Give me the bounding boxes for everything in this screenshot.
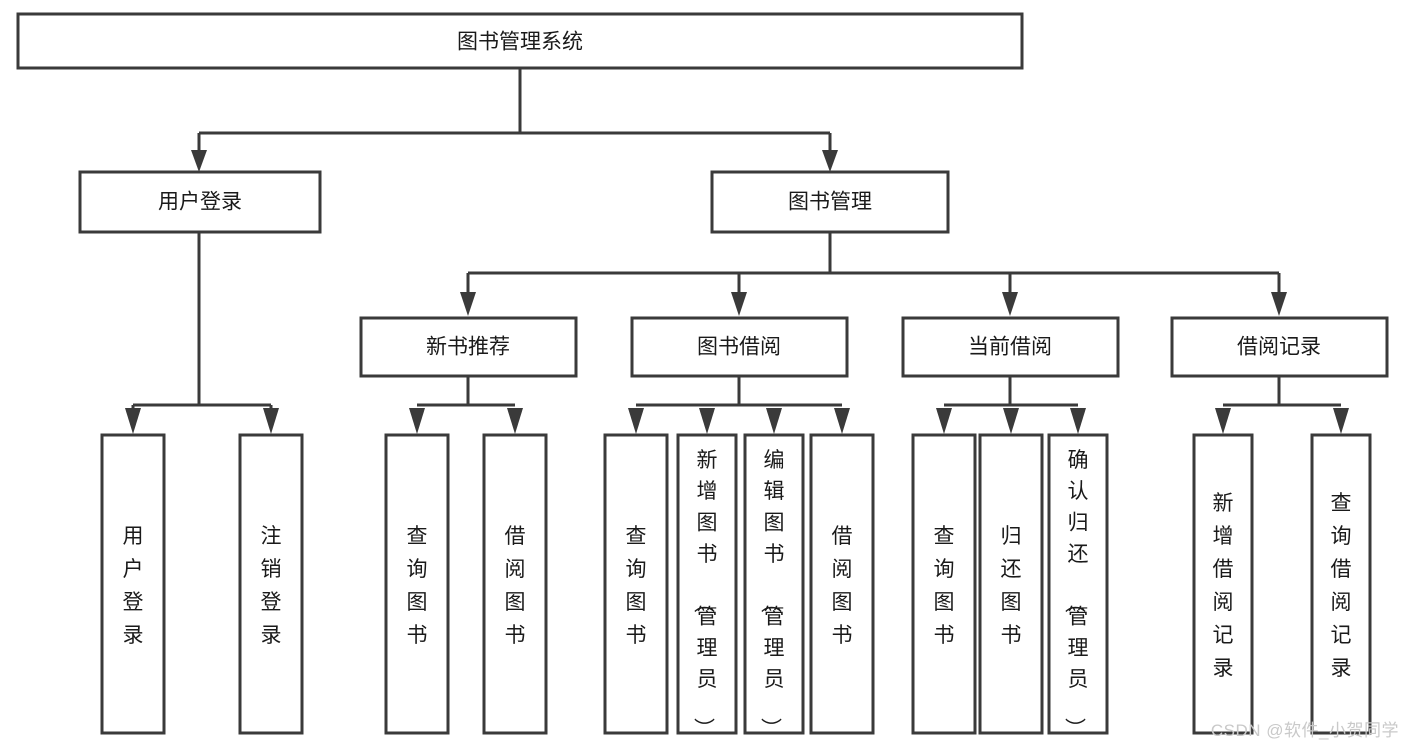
node-leaf-return-book-box[interactable] xyxy=(978,433,1044,735)
node-leaf-user-login-box[interactable] xyxy=(100,433,166,735)
arrow-head-leaf-logout xyxy=(263,408,279,434)
node-leaf-borrow-query-book-label: 查询图书 xyxy=(626,525,647,647)
node-leaf-newbook-borrow-book-label: 借阅图书 xyxy=(505,525,526,647)
node-leaf-current-query-book-label: 查询图书 xyxy=(934,525,955,647)
node-new-book-recommend-label: 新书推荐 xyxy=(426,336,510,359)
node-borrow-record[interactable]: 借阅记录 xyxy=(1170,316,1389,378)
arrow-head-newbook xyxy=(460,292,476,316)
csdn-watermark: CSDN @软件_小贺同学 xyxy=(1210,721,1399,740)
arrow-head-borrow-child-3 xyxy=(766,408,782,434)
node-new-book-recommend-box[interactable] xyxy=(359,316,578,378)
node-current-borrow[interactable]: 当前借阅 xyxy=(901,316,1120,378)
arrow-head-record xyxy=(1271,292,1287,316)
node-book-borrow[interactable]: 图书借阅 xyxy=(630,316,849,378)
node-book-manage-box[interactable] xyxy=(710,170,950,234)
node-leaf-newbook-query-book-label: 查询图书 xyxy=(407,525,428,647)
node-current-borrow-box[interactable] xyxy=(901,316,1120,378)
arrow-head-book-manage xyxy=(822,150,838,172)
arrow-head-borrow-child-1 xyxy=(628,408,644,434)
connector-group xyxy=(125,68,1349,434)
node-leaf-borrow-book[interactable]: 借阅图书 xyxy=(809,433,875,735)
node-leaf-current-query-book[interactable]: 查询图书 xyxy=(911,433,977,735)
node-leaf-add-borrow-record[interactable]: 新增借阅记录 xyxy=(1192,433,1254,735)
arrow-head-record-child-2 xyxy=(1333,408,1349,434)
arrow-head-user-login xyxy=(191,150,207,172)
node-root[interactable]: 图书管理系统 xyxy=(16,12,1024,70)
arrow-head-leaf-user-login xyxy=(125,408,141,434)
node-borrow-record-label: 借阅记录 xyxy=(1237,336,1321,359)
node-leaf-edit-book-admin-label: 编辑图书（管理员） xyxy=(759,449,785,739)
node-leaf-return-book[interactable]: 归还图书 xyxy=(978,433,1044,735)
node-leaf-user-login-label: 用户登录 xyxy=(123,525,144,647)
node-new-book-recommend[interactable]: 新书推荐 xyxy=(359,316,578,378)
node-leaf-newbook-query-book[interactable]: 查询图书 xyxy=(384,433,450,735)
node-leaf-logout-box[interactable] xyxy=(238,433,304,735)
arrow-head-current-child-2 xyxy=(1003,408,1019,434)
arrow-head-current-child-1 xyxy=(936,408,952,434)
arrow-head-borrow-child-4 xyxy=(834,408,850,434)
node-leaf-edit-book-admin-box[interactable] xyxy=(743,433,805,735)
node-leaf-return-book-label: 归还图书 xyxy=(1001,525,1022,647)
node-user-login-label: 用户登录 xyxy=(158,191,242,214)
node-leaf-current-query-book-box[interactable] xyxy=(911,433,977,735)
node-leaf-query-borrow-record[interactable]: 查询借阅记录 xyxy=(1310,433,1372,735)
node-leaf-logout-label: 注销登录 xyxy=(261,525,282,647)
node-leaf-query-borrow-record-label: 查询借阅记录 xyxy=(1331,492,1352,680)
node-current-borrow-label: 当前借阅 xyxy=(968,336,1052,359)
node-leaf-borrow-book-label: 借阅图书 xyxy=(832,525,853,647)
node-leaf-confirm-return-admin[interactable]: 确认归还（管理员） xyxy=(1047,433,1109,739)
node-leaf-borrow-query-book-box[interactable] xyxy=(603,433,669,735)
node-borrow-record-box[interactable] xyxy=(1170,316,1389,378)
node-leaf-logout[interactable]: 注销登录 xyxy=(238,433,304,735)
node-root-label: 图书管理系统 xyxy=(457,31,583,54)
arrow-head-borrow-child-2 xyxy=(699,408,715,434)
arrow-head-current-child-3 xyxy=(1070,408,1086,434)
node-leaf-borrow-book-box[interactable] xyxy=(809,433,875,735)
arrow-head-borrow xyxy=(731,292,747,316)
node-book-manage-label: 图书管理 xyxy=(788,191,872,214)
arrow-head-newbook-child-1 xyxy=(409,408,425,434)
arrow-head-record-child-1 xyxy=(1215,408,1231,434)
node-book-borrow-label: 图书借阅 xyxy=(697,336,781,359)
node-leaf-edit-book-admin[interactable]: 编辑图书（管理员） xyxy=(743,433,805,739)
node-leaf-add-borrow-record-box[interactable] xyxy=(1192,433,1254,735)
node-book-manage[interactable]: 图书管理 xyxy=(710,170,950,234)
arrow-head-current xyxy=(1002,292,1018,316)
node-leaf-add-book-admin-box[interactable] xyxy=(676,433,738,735)
node-leaf-query-borrow-record-box[interactable] xyxy=(1310,433,1372,735)
node-leaf-confirm-return-admin-label: 确认归还（管理员） xyxy=(1063,449,1089,739)
node-user-login-box[interactable] xyxy=(78,170,322,234)
node-book-borrow-box[interactable] xyxy=(630,316,849,378)
node-leaf-add-book-admin[interactable]: 新增图书（管理员） xyxy=(676,433,738,739)
node-leaf-newbook-query-book-box[interactable] xyxy=(384,433,450,735)
node-leaf-confirm-return-admin-box[interactable] xyxy=(1047,433,1109,735)
node-leaf-add-borrow-record-label: 新增借阅记录 xyxy=(1213,492,1234,680)
arrow-head-newbook-child-2 xyxy=(507,408,523,434)
node-user-login[interactable]: 用户登录 xyxy=(78,170,322,234)
node-root-box[interactable] xyxy=(16,12,1024,70)
node-leaf-newbook-borrow-book-box[interactable] xyxy=(482,433,548,735)
node-leaf-borrow-query-book[interactable]: 查询图书 xyxy=(603,433,669,735)
node-leaf-newbook-borrow-book[interactable]: 借阅图书 xyxy=(482,433,548,735)
node-leaf-add-book-admin-label: 新增图书（管理员） xyxy=(692,449,718,739)
node-leaf-user-login[interactable]: 用户登录 xyxy=(100,433,166,735)
